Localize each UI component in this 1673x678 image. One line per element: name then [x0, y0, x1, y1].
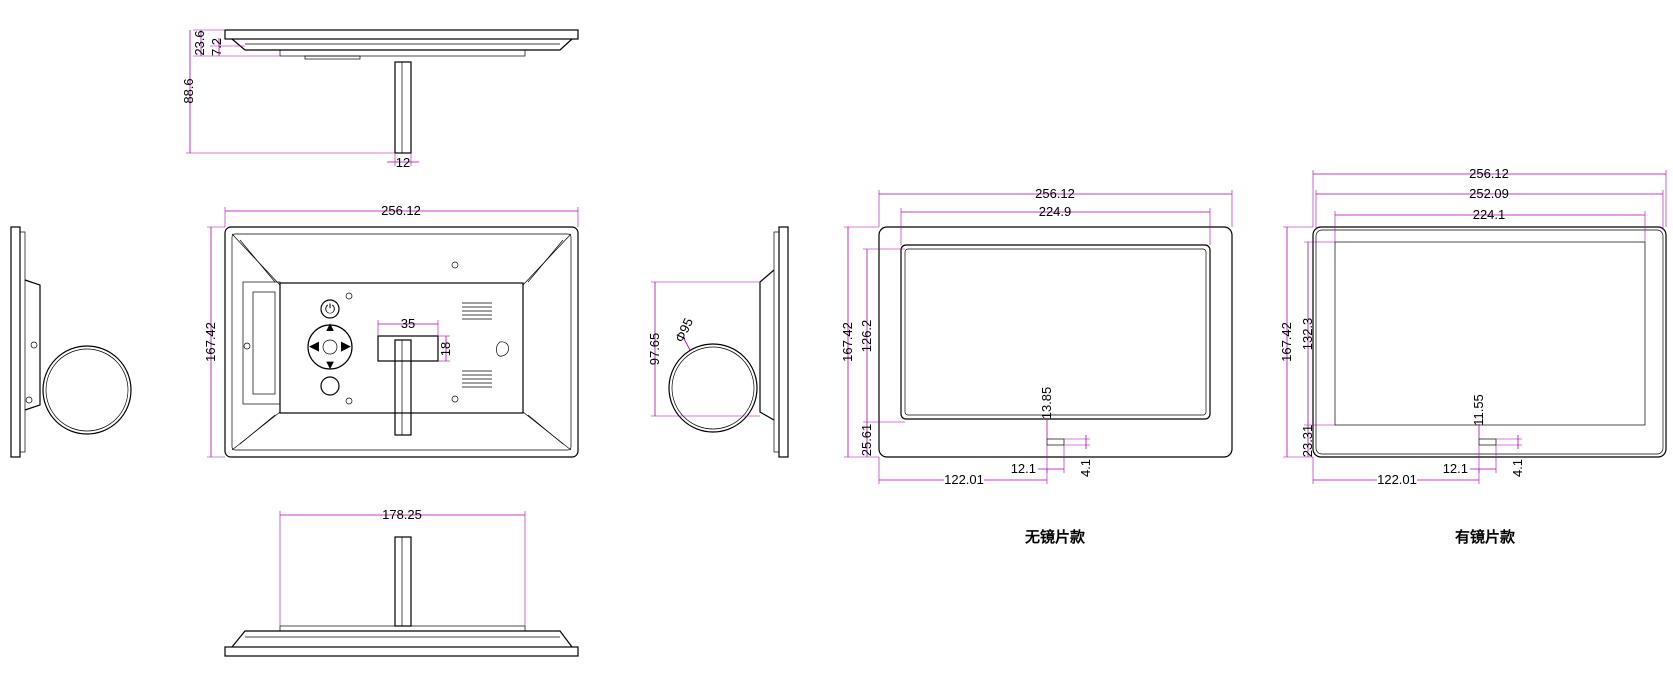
bottom-width-label: 178.25 — [382, 507, 422, 522]
wl-screen-height-label: 132.3 — [1300, 318, 1315, 351]
left-side-view — [10, 226, 132, 458]
with-lens-front-view: 256.12 252.09 224.1 167.42 132.3 23.31 1… — [1279, 166, 1667, 546]
stand-height-label: 97.65 — [647, 333, 662, 366]
nl-sensor-height-label: 13.85 — [1039, 387, 1054, 420]
wl-sensor-width-label: 12.1 — [1443, 461, 1468, 476]
wl-width-label: 256.12 — [1469, 166, 1509, 181]
left-arrow-icon: ◀ — [309, 338, 319, 353]
frame-depth-label: 23.6 — [192, 30, 207, 55]
ring-diameter-label: Φ95 — [672, 316, 696, 345]
nl-bottom-border-label: 25.61 — [859, 424, 874, 457]
wl-sensor-height-label: 11.55 — [1471, 394, 1486, 426]
back-depth-label: 7.2 — [209, 38, 224, 56]
up-arrow-icon: ▲ — [324, 319, 337, 334]
right-arrow-icon: ▶ — [341, 338, 351, 353]
depth-total-label: 88.6 — [181, 78, 196, 103]
wl-bottom-border-label: 23.31 — [1300, 425, 1315, 458]
no-lens-front-view: 256.12 224.9 167.42 126.2 25.61 13.85 12… — [840, 186, 1233, 546]
slot-width-label: 35 — [401, 316, 415, 331]
back-height-label: 167.42 — [203, 322, 218, 362]
nl-screen-height-label: 126.2 — [859, 320, 874, 353]
right-side-view: 97.65 Φ95 — [647, 226, 789, 458]
slot-height-label: 18 — [438, 342, 453, 356]
power-icon: ⏻ — [325, 301, 335, 316]
back-view: ⏻ ▲ ▼ ◀ ▶ 256.12 167.42 — [203, 203, 579, 458]
wl-height-label: 167.42 — [1279, 322, 1294, 362]
nl-width-label: 256.12 — [1035, 186, 1075, 201]
wl-lens-width-label: 252.09 — [1469, 186, 1509, 201]
nl-sensor-offset-label: 122.01 — [944, 472, 984, 487]
back-width-label: 256.12 — [381, 203, 421, 218]
no-lens-caption: 无镜片款 — [1024, 528, 1086, 546]
nl-height-label: 167.42 — [840, 322, 855, 362]
nl-sensor-width-label: 12.1 — [1011, 461, 1036, 476]
with-lens-caption: 有镜片款 — [1455, 528, 1516, 546]
nl-sensor-depth-label: 4.1 — [1078, 459, 1093, 477]
nl-screen-width-label: 224.9 — [1039, 204, 1072, 219]
top-view: 23.6 7.2 88.6 12 — [181, 29, 579, 170]
wl-sensor-depth-label: 4.1 — [1510, 459, 1525, 477]
wl-sensor-offset-label: 122.01 — [1377, 472, 1417, 487]
down-arrow-icon: ▼ — [324, 357, 337, 372]
stand-width-label: 12 — [396, 155, 410, 170]
wl-screen-width-label: 224.1 — [1473, 207, 1506, 222]
bottom-view: 178.25 — [224, 507, 579, 657]
